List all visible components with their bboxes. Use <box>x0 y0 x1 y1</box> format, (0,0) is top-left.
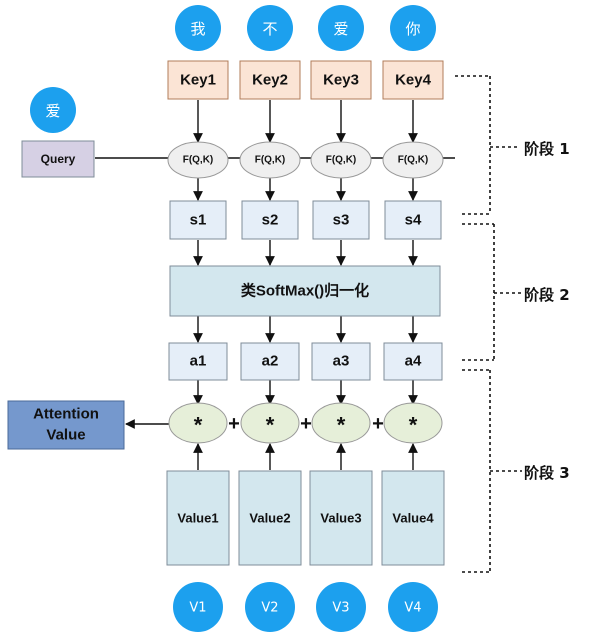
attention-value-line1: Attention <box>33 406 99 423</box>
f-node-1 <box>167 141 229 179</box>
multiply-symbol-2: * <box>266 413 275 438</box>
value-label-4: Value4 <box>392 511 434 526</box>
score-box-2 <box>241 200 299 240</box>
stage-label-3: 阶段 3 <box>524 464 570 482</box>
value-label-3: Value3 <box>320 511 361 526</box>
f-node-3 <box>310 141 372 179</box>
key-label-4: Key4 <box>395 72 432 89</box>
f-label-4: F(Q,K) <box>398 155 429 166</box>
multiply-node-3 <box>311 402 371 444</box>
weight-label-2: a2 <box>262 353 279 370</box>
query-box <box>21 140 95 178</box>
f-label-1: F(Q,K) <box>183 155 214 166</box>
attention-value-line2: Value <box>46 427 85 444</box>
value-box-4 <box>381 470 445 566</box>
top-word-circle-1 <box>175 5 221 51</box>
top-word-2: 不 <box>262 20 277 38</box>
query-label: Query <box>41 152 76 166</box>
f-label-3: F(Q,K) <box>326 155 357 166</box>
f-label-2: F(Q,K) <box>255 155 286 166</box>
multiply-node-2 <box>240 402 300 444</box>
value-box-2 <box>238 470 302 566</box>
plus-sign-2: + <box>300 413 312 435</box>
multiply-symbol-4: * <box>409 413 418 438</box>
bottom-word-4: V4 <box>404 601 421 616</box>
weight-label-3: a3 <box>333 353 350 370</box>
query-word-circle <box>30 87 76 133</box>
weight-box-2 <box>240 342 300 381</box>
score-label-4: s4 <box>405 212 422 229</box>
stage-label-1: 阶段 1 <box>524 140 570 158</box>
bottom-word-circle-2 <box>245 582 295 632</box>
top-word-4: 你 <box>405 20 420 38</box>
weight-label-4: a4 <box>405 353 422 370</box>
key-box-1 <box>167 60 229 100</box>
multiply-symbol-1: * <box>194 413 203 438</box>
attention-value-box <box>7 400 125 450</box>
query-word: 爱 <box>45 102 60 120</box>
top-word-3: 爱 <box>333 20 348 38</box>
key-box-2 <box>239 60 301 100</box>
key-label-1: Key1 <box>180 72 216 89</box>
key-box-3 <box>310 60 372 100</box>
softmax-box <box>169 265 441 317</box>
top-word-circle-4 <box>390 5 436 51</box>
bottom-word-circle-4 <box>388 582 438 632</box>
f-node-2 <box>239 141 301 179</box>
score-box-3 <box>312 200 370 240</box>
stage-label-2: 阶段 2 <box>524 286 570 304</box>
value-label-2: Value2 <box>249 511 290 526</box>
weight-box-4 <box>383 342 443 381</box>
f-node-4 <box>382 141 444 179</box>
top-word-1: 我 <box>190 20 205 38</box>
bottom-word-circle-1 <box>173 582 223 632</box>
bottom-word-1: V1 <box>189 601 206 616</box>
weight-label-1: a1 <box>190 353 207 370</box>
bottom-word-circle-3 <box>316 582 366 632</box>
value-box-1 <box>166 470 230 566</box>
value-box-3 <box>309 470 373 566</box>
key-box-4 <box>382 60 444 100</box>
top-word-circle-3 <box>318 5 364 51</box>
score-label-2: s2 <box>262 212 279 229</box>
key-label-2: Key2 <box>252 72 288 89</box>
score-box-4 <box>384 200 442 240</box>
weight-box-1 <box>168 342 228 381</box>
top-word-circle-2 <box>247 5 293 51</box>
multiply-symbol-3: * <box>337 413 346 438</box>
bottom-word-3: V3 <box>332 601 349 616</box>
plus-sign-1: + <box>228 413 240 435</box>
score-box-1 <box>169 200 227 240</box>
plus-sign-3: + <box>372 413 384 435</box>
key-label-3: Key3 <box>323 72 359 89</box>
multiply-node-1 <box>168 402 228 444</box>
multiply-node-4 <box>383 402 443 444</box>
bottom-word-2: V2 <box>261 601 278 616</box>
softmax-label: 类SoftMax()归一化 <box>241 282 369 300</box>
score-label-1: s1 <box>190 212 207 229</box>
weight-box-3 <box>311 342 371 381</box>
score-label-3: s3 <box>333 212 350 229</box>
value-label-1: Value1 <box>177 511 218 526</box>
